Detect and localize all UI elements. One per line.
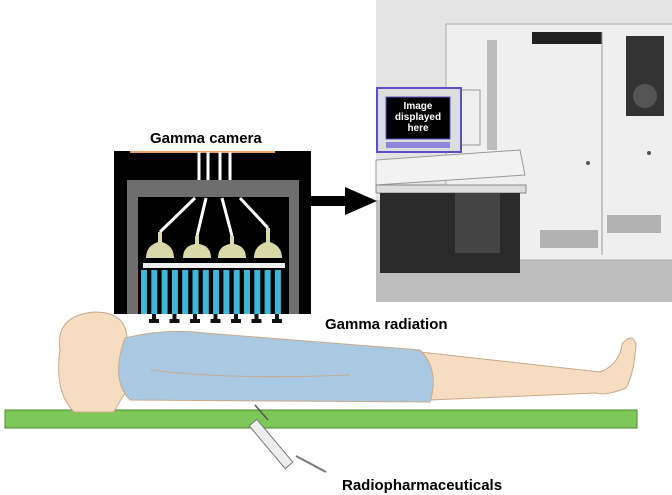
crystal-bar (141, 270, 147, 314)
crystal-bar (151, 270, 158, 314)
crystal-bar (264, 270, 271, 314)
collimator-foot (210, 314, 221, 323)
crystal-bar (192, 270, 199, 314)
gamma-camera-label: Gamma camera (150, 130, 262, 147)
collimator-feet (149, 314, 282, 323)
crystal-bar (244, 270, 250, 314)
crystal-bar (274, 270, 281, 314)
collimator-foot (251, 314, 262, 323)
syringe-icon (248, 404, 327, 473)
gamma-camera-schematic (114, 151, 311, 323)
radiopharmaceuticals-label: Radiopharmaceuticals (342, 477, 503, 494)
screen-text-line: here (407, 123, 429, 134)
scintillation-crystals (141, 270, 281, 314)
photomultiplier-tubes (146, 228, 282, 258)
crystal-bar (171, 270, 178, 314)
collimator-foot (149, 314, 159, 323)
screen-text-line: Image (403, 101, 433, 112)
crystal-bar (254, 270, 261, 314)
patient (58, 311, 637, 413)
collimator-foot (190, 314, 200, 323)
gamma-radiation-label: Gamma radiation (325, 316, 448, 333)
monitor-screen-text: Image displayed here (386, 101, 450, 134)
screen-text-line: displayed (394, 112, 442, 123)
crystal-bar (223, 270, 230, 314)
monitor (376, 87, 462, 153)
crystal-bar (161, 270, 168, 314)
arrow-icon (303, 187, 377, 215)
patient-bed (4, 409, 638, 429)
crystal-bar (213, 270, 220, 314)
collimator-foot (169, 314, 180, 323)
crystal-bar (233, 270, 240, 314)
crystal-bar (182, 270, 189, 314)
collimator-foot (231, 314, 241, 323)
crystal-bar (202, 270, 209, 314)
collimator-foot (272, 314, 282, 323)
